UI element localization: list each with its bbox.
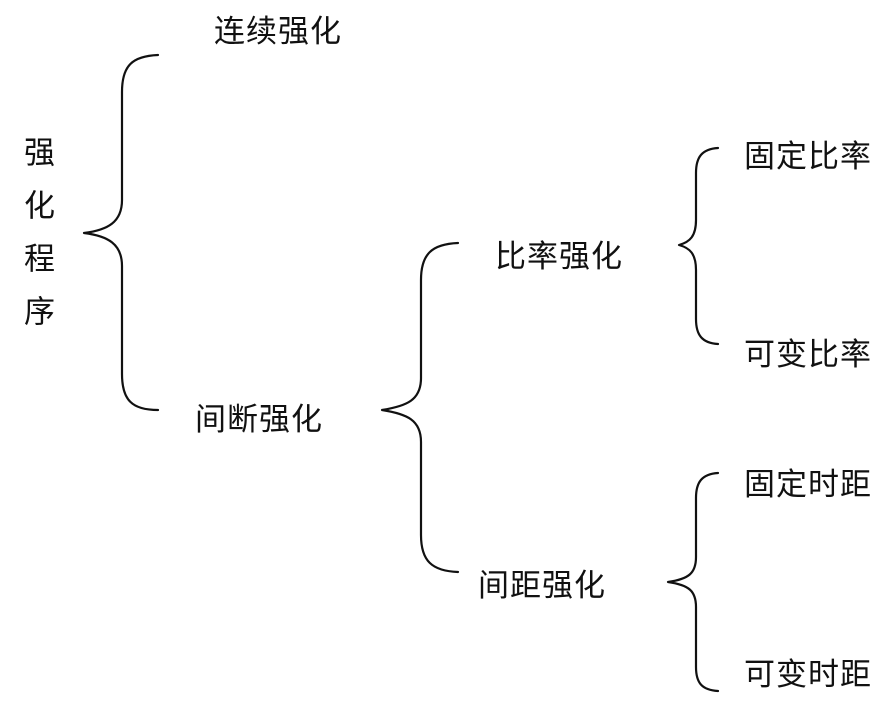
intermittent-reinforcement-label: 间断强化 [195, 402, 323, 438]
brace-interval [666, 471, 720, 693]
fixed-ratio-label: 固定比率 [744, 139, 872, 175]
variable-interval-label: 可变时距 [744, 657, 872, 693]
continuous-reinforcement-label: 连续强化 [214, 14, 342, 50]
fixed-interval-label: 固定时距 [744, 467, 872, 503]
root-label: 强化程序 [18, 136, 54, 348]
variable-ratio-label: 可变比率 [744, 337, 872, 373]
interval-reinforcement-label: 间距强化 [478, 568, 606, 604]
brace-ratio [677, 146, 720, 346]
ratio-reinforcement-label: 比率强化 [495, 239, 623, 275]
brace-root [82, 53, 160, 412]
brace-intermittent [380, 241, 460, 574]
